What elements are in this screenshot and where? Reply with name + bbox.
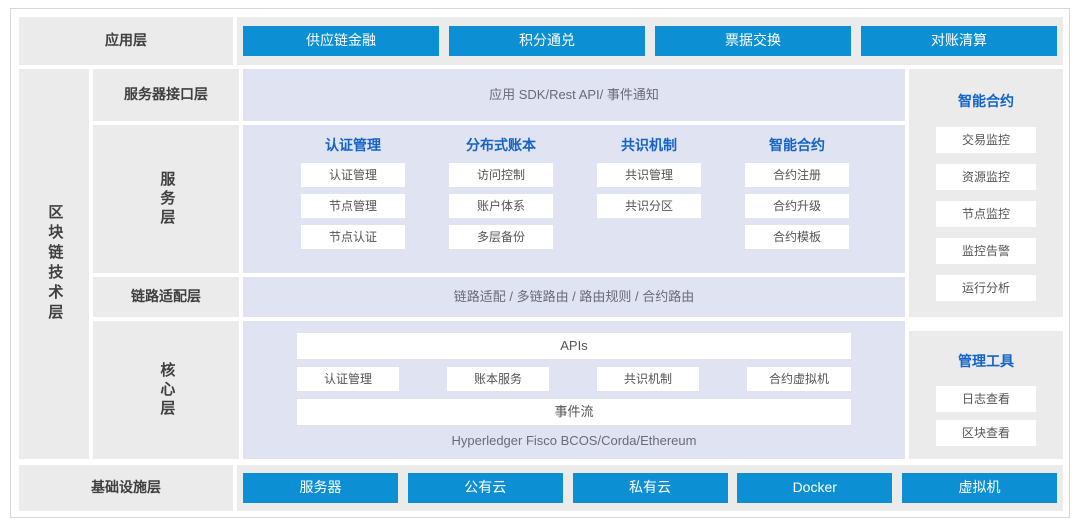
side-panel-title-management-tools: 管理工具	[958, 353, 1014, 370]
service-chip-consensus-partition[interactable]: 共识分区	[597, 194, 701, 218]
service-layer-label: 服务层	[158, 170, 176, 228]
app-button-points-exchange[interactable]: 积分通兑	[449, 26, 645, 56]
service-group-title-auth-management: 认证管理	[325, 137, 381, 154]
service-chip-contract-upgrade[interactable]: 合约升级	[745, 194, 849, 218]
infrastructure-layer-button-strip: 服务器 公有云 私有云 Docker 虚拟机	[237, 465, 1063, 511]
core-module-contract-virtual-machine[interactable]: 合约虚拟机	[747, 367, 851, 391]
application-layer-label: 应用层	[19, 17, 233, 65]
service-layer-content: 认证管理 认证管理 节点管理 节点认证 分布式账本 访问控制 账户体系 多层备份…	[243, 125, 905, 273]
core-module-consensus-mechanism[interactable]: 共识机制	[597, 367, 699, 391]
core-layer-content: APIs 认证管理 账本服务 共识机制 合约虚拟机 事件流 Hyperledge…	[243, 321, 905, 459]
core-layer-label: 核心层	[158, 361, 176, 419]
infra-button-virtual-machine[interactable]: 虚拟机	[902, 473, 1057, 503]
server-interface-layer-content: 应用 SDK/Rest API/ 事件通知	[243, 69, 905, 121]
service-group-title-consensus-mechanism: 共识机制	[621, 137, 677, 154]
service-chip-contract-template[interactable]: 合约模板	[745, 225, 849, 249]
app-button-bill-exchange[interactable]: 票据交换	[655, 26, 851, 56]
app-button-supply-chain-finance[interactable]: 供应链金融	[243, 26, 439, 56]
infra-button-docker[interactable]: Docker	[737, 473, 893, 503]
service-group-title-distributed-ledger: 分布式账本	[466, 137, 536, 154]
side-panel-item-runtime-analysis[interactable]: 运行分析	[936, 275, 1036, 301]
core-apis-bar[interactable]: APIs	[297, 333, 851, 359]
service-chip-contract-registration[interactable]: 合约注册	[745, 163, 849, 187]
service-chip-node-management[interactable]: 节点管理	[301, 194, 405, 218]
core-layer-label-column: 核心层	[93, 321, 239, 459]
side-panel-management-tools: 管理工具 日志查看 区块查看	[909, 331, 1063, 459]
core-module-auth-management[interactable]: 认证管理	[297, 367, 399, 391]
service-group-title-smart-contract: 智能合约	[769, 137, 825, 154]
side-panel-title-smart-contract: 智能合约	[958, 93, 1014, 110]
side-panel-item-monitoring-alert[interactable]: 监控告警	[936, 238, 1036, 264]
side-panel-item-node-monitoring[interactable]: 节点监控	[936, 201, 1036, 227]
side-panel-item-log-viewer[interactable]: 日志查看	[936, 386, 1036, 412]
server-interface-layer-label: 服务器接口层	[93, 69, 239, 121]
side-panel-smart-contract: 智能合约 交易监控 资源监控 节点监控 监控告警 运行分析	[909, 69, 1063, 317]
service-chip-access-control[interactable]: 访问控制	[449, 163, 553, 187]
infra-button-public-cloud[interactable]: 公有云	[407, 473, 563, 503]
service-layer-label-column: 服务层	[93, 125, 239, 273]
service-chip-account-system[interactable]: 账户体系	[449, 194, 553, 218]
core-event-stream-bar[interactable]: 事件流	[297, 399, 851, 425]
link-adapter-layer-label: 链路适配层	[93, 277, 239, 317]
side-panel-item-block-viewer[interactable]: 区块查看	[936, 420, 1036, 446]
core-layer-footer: Hyperledger Fisco BCOS/Corda/Ethereum	[451, 432, 697, 448]
infra-button-private-cloud[interactable]: 私有云	[572, 473, 728, 503]
blockchain-tech-layer-label: 区块链技术层	[46, 204, 64, 324]
application-layer-button-strip: 供应链金融 积分通兑 票据交换 对账清算	[237, 17, 1063, 65]
link-adapter-layer-content: 链路适配 / 多链路由 / 路由规则 / 合约路由	[243, 277, 905, 317]
service-chip-node-authentication[interactable]: 节点认证	[301, 225, 405, 249]
infrastructure-layer-label: 基础设施层	[19, 465, 233, 511]
service-chip-auth-management[interactable]: 认证管理	[301, 163, 405, 187]
architecture-diagram: 应用层 供应链金融 积分通兑 票据交换 对账清算 区块链技术层 服务器接口层 应…	[10, 8, 1070, 518]
app-button-reconciliation-settlement[interactable]: 对账清算	[861, 26, 1057, 56]
side-panel-item-resource-monitoring[interactable]: 资源监控	[936, 164, 1036, 190]
service-chip-consensus-management[interactable]: 共识管理	[597, 163, 701, 187]
side-panel-item-transaction-monitoring[interactable]: 交易监控	[936, 127, 1036, 153]
service-chip-multi-layer-backup[interactable]: 多层备份	[449, 225, 553, 249]
core-module-ledger-service[interactable]: 账本服务	[447, 367, 549, 391]
infra-button-server[interactable]: 服务器	[243, 473, 398, 503]
blockchain-tech-layer-label-column: 区块链技术层	[19, 69, 89, 459]
